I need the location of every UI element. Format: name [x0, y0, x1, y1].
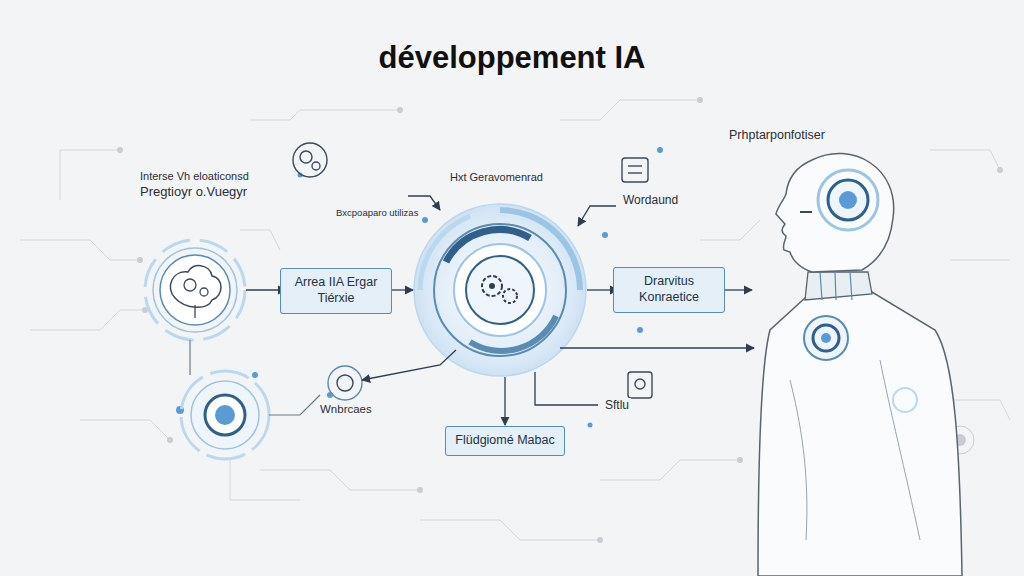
annotation-label: Wordaund — [621, 193, 680, 207]
brain-circle — [145, 240, 245, 340]
robot-figure — [758, 153, 962, 576]
process-box: Drarvitus Konraetice — [613, 267, 725, 312]
box-label: Drarvitus Konraetice — [623, 274, 715, 305]
annotation-label: Interse Vh eloaticonsd — [138, 170, 251, 183]
central-hub — [414, 204, 586, 376]
process-box: Flüdgiomé Mabac — [445, 426, 564, 456]
sensor-circle — [181, 340, 320, 500]
annotation-label: Pregtioyr o.Vuegyr — [138, 184, 249, 200]
annotation-label: Hxt Geravomenrad — [448, 171, 545, 184]
box-label: Arrea IIA Ergar Tiérxie — [290, 275, 382, 306]
annotation-label: Prhptarponfotiser — [727, 128, 827, 143]
diagram-title: développement IA — [0, 40, 1024, 76]
annotation-label: Bxcpoaparo utilizas — [334, 207, 420, 218]
box-label: Flüdgiomé Mabac — [455, 433, 554, 449]
annotation-label: Sftlu — [603, 398, 631, 412]
annotation-label: Wnbrcaes — [318, 403, 374, 417]
flow-arrows — [246, 196, 754, 425]
process-box: Arrea IIA Ergar Tiérxie — [280, 268, 392, 313]
